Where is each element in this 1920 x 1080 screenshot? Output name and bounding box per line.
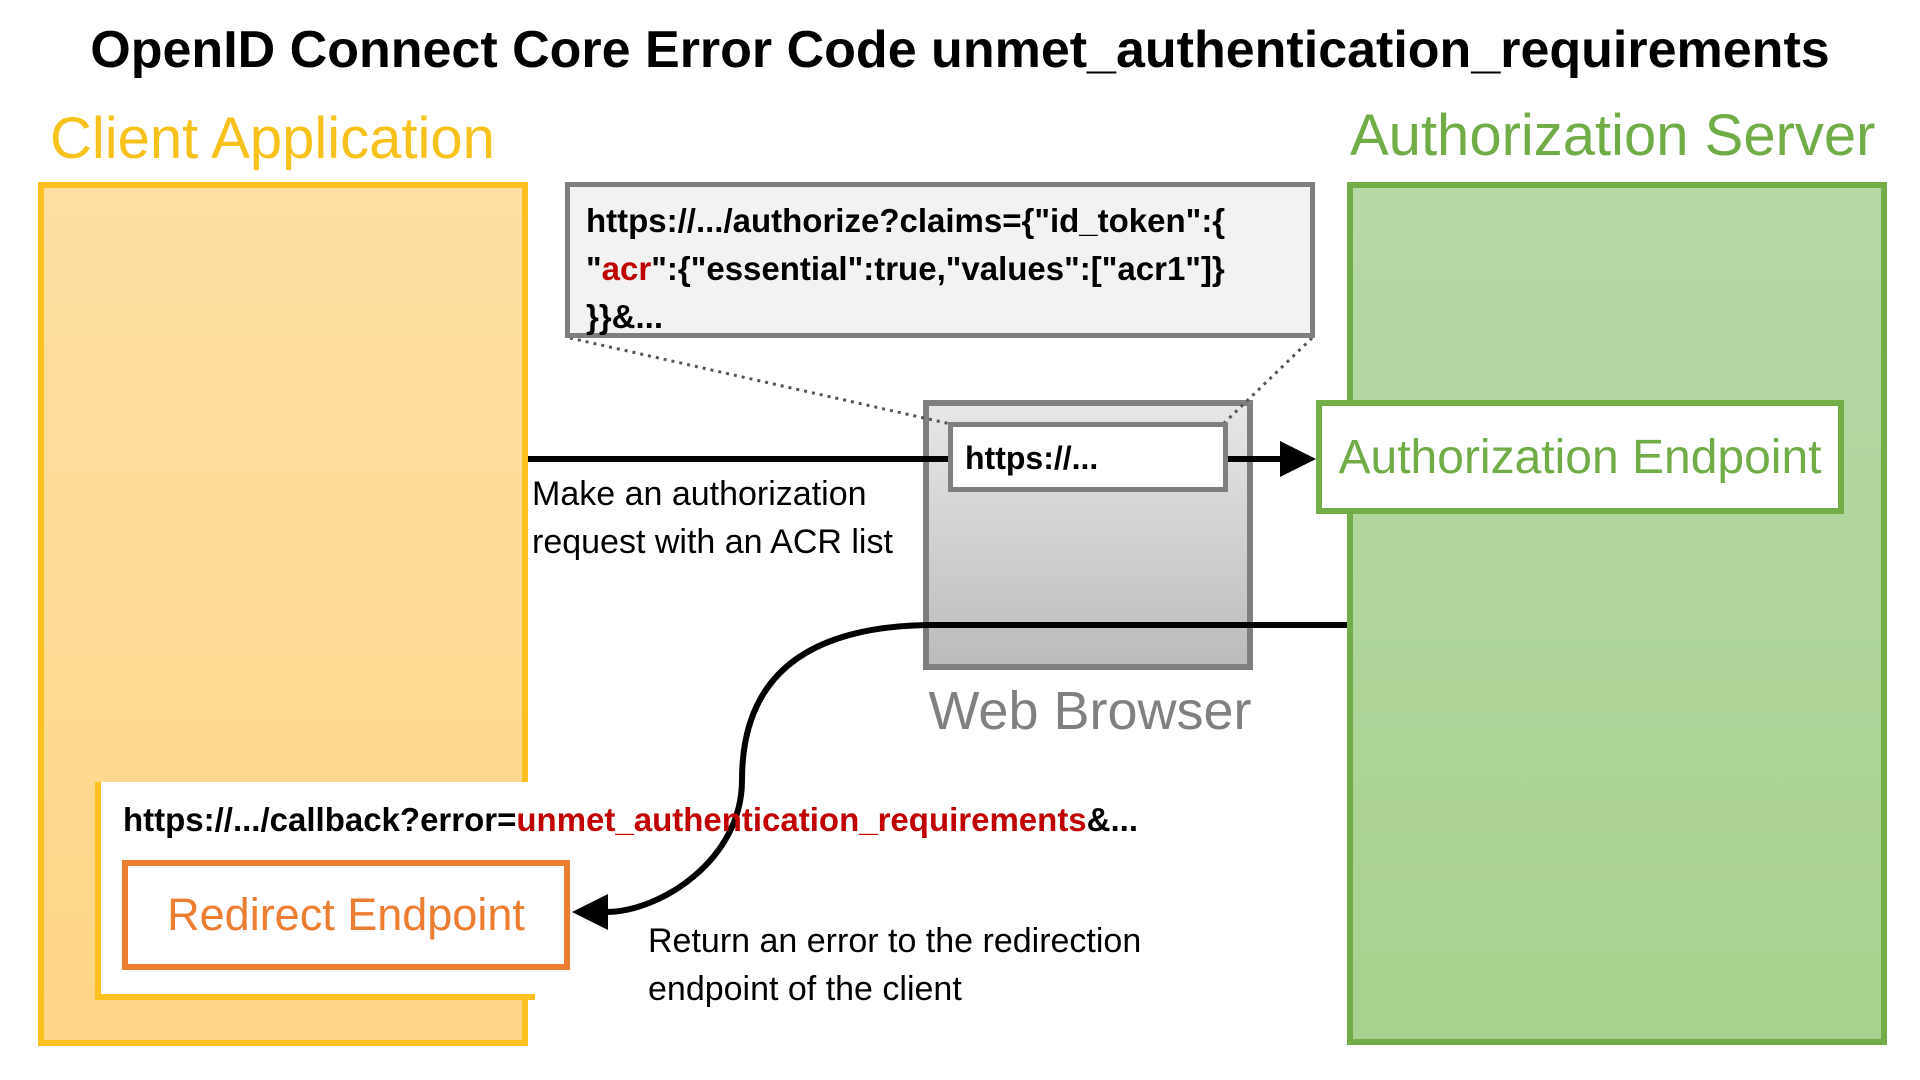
authorization-endpoint-label: Authorization Endpoint [1338, 430, 1822, 484]
authorization-endpoint: Authorization Endpoint [1316, 400, 1844, 514]
acr-highlight: acr [601, 250, 652, 287]
response-caption-line-2: endpoint of the client [648, 970, 962, 1008]
request-line-1: https://.../authorize?claims={"id_token"… [586, 202, 1226, 239]
callback-url-suffix: &... [1086, 801, 1138, 838]
web-browser-label: Web Browser [928, 681, 1252, 741]
response-arrowhead [572, 894, 608, 930]
callback-url-prefix: https://.../callback?error= [123, 801, 517, 838]
request-caption-line-2: request with an ACR list [532, 523, 893, 561]
request-line-2: "acr":{"essential":true,"values":["acr1"… [586, 245, 1310, 293]
authorization-server-heading: Authorization Server [1350, 103, 1876, 168]
request-line-3: }}&... [586, 298, 664, 335]
redirect-endpoint-label: Redirect Endpoint [167, 889, 525, 940]
response-caption: Return an error to the redirection endpo… [648, 917, 1141, 1013]
request-caption: Make an authorization request with an AC… [532, 470, 893, 566]
request-line-2-rest: ":{"essential":true,"values":["acr1"]} [651, 250, 1225, 287]
browser-url-bar: https://... [948, 422, 1228, 492]
callback-url: https://.../callback?error=unmet_authent… [123, 801, 1138, 839]
authorization-server-box [1347, 182, 1887, 1045]
request-arrowhead [1280, 441, 1316, 477]
diagram-title: OpenID Connect Core Error Code unmet_aut… [90, 21, 1830, 79]
request-line-2-quote: " [586, 250, 602, 287]
response-arrow-path [605, 622, 1347, 915]
callback-error-code: unmet_authentication_requirements [516, 801, 1087, 838]
callout-line-right [1220, 336, 1314, 427]
callout-line-left [569, 336, 956, 427]
request-caption-line-1: Make an authorization [532, 475, 867, 513]
client-application-heading: Client Application [50, 106, 495, 171]
authorization-request-popup: https://.../authorize?claims={"id_token"… [565, 182, 1315, 338]
response-caption-line-1: Return an error to the redirection [648, 922, 1142, 960]
redirect-endpoint: Redirect Endpoint [122, 860, 570, 970]
